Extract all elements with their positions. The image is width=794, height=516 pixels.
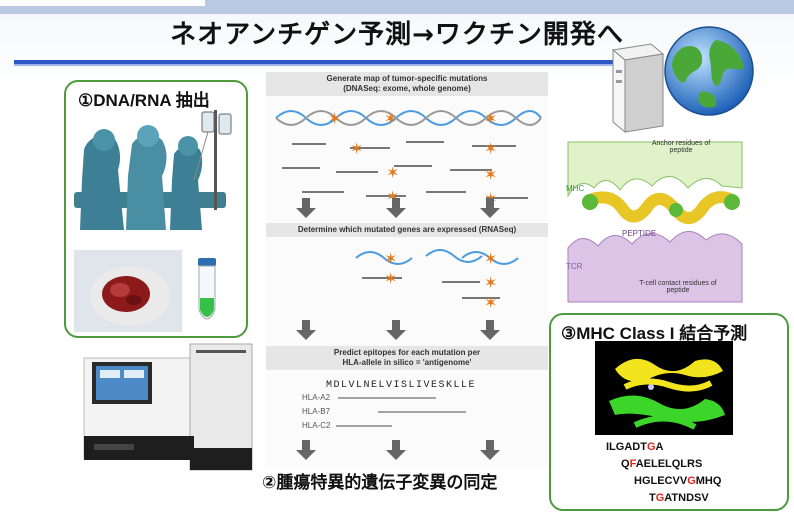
peptide-1-post: A <box>655 441 664 453</box>
svg-text:✶: ✶ <box>484 273 497 292</box>
peptide-label: PEPTIDE <box>622 229 656 238</box>
step-expressed-genes: Determine which mutated genes are expres… <box>266 223 548 237</box>
svg-text:✶: ✶ <box>384 249 397 268</box>
peptide-2-mutation: F <box>629 458 636 470</box>
mhc-binding-prediction-panel: ③MHC Class I 結合予測 <box>549 313 789 511</box>
svg-text:✶: ✶ <box>384 109 397 128</box>
peptide-1-mutation: G <box>646 441 656 453</box>
dna-rna-extraction-panel: ①DNA/RNA 抽出 <box>64 80 248 338</box>
svg-text:✶: ✶ <box>386 163 399 182</box>
peptide-3-mutation: G <box>687 475 696 487</box>
step1-line2: (DNASeq: exome, whole genome) <box>343 84 471 93</box>
sequencer-machine <box>83 343 253 471</box>
svg-text:✶: ✶ <box>328 109 341 128</box>
peptide-1-pre: ILGADT <box>606 441 647 453</box>
step-predict-epitopes: Predict epitopes for each mutation per H… <box>266 346 548 370</box>
top-bar-notch <box>0 0 205 6</box>
arrows-row-1 <box>296 198 500 218</box>
protein-structure-image <box>595 341 733 435</box>
tcell-contact-label: T-cell contact residues of peptide <box>639 280 717 294</box>
peptide-2-post: AELELQLRS <box>635 458 703 470</box>
server-icon <box>611 43 665 134</box>
svg-text:✶: ✶ <box>484 293 497 312</box>
surgery-illustration <box>74 110 232 230</box>
title-underline-light <box>14 64 619 66</box>
peptide-3: HGLECVVGMHQ <box>634 475 721 487</box>
rna-expression-diagram: ✶✶✶✶✶ <box>355 249 519 312</box>
peptide-4-post: ATNDSV <box>664 492 709 504</box>
svg-text:✶: ✶ <box>484 249 497 268</box>
peptide-2-pre: Q <box>621 458 630 470</box>
peptide-sequence: MDLVLNELVISLIVESKLLE <box>326 380 477 391</box>
anchor-residues-label: Anchor residues of peptide <box>651 140 711 154</box>
hla-b7-label: HLA-B7 <box>302 407 331 416</box>
peptide-4-mutation: G <box>655 492 665 504</box>
globe-icon <box>664 26 754 116</box>
peptide-3-post: MHQ <box>695 475 722 487</box>
svg-text:✶: ✶ <box>384 269 397 288</box>
title-underline <box>14 60 619 64</box>
svg-text:✶: ✶ <box>484 139 497 158</box>
tcr-label: TCR <box>566 262 583 271</box>
panel-title-mhc: ③MHC Class I 結合予測 <box>561 324 748 343</box>
peptide-3-pre: HGLECVV <box>634 475 688 487</box>
panel-title-extraction: ①DNA/RNA 抽出 <box>78 91 210 110</box>
step3-line2: HLA-allele in silico = 'antigenome' <box>342 358 472 367</box>
mhc-label: MHC <box>566 184 585 193</box>
peptide-2: QFAELELQLRS <box>621 458 702 470</box>
hla-c2-label: HLA-C2 <box>302 421 331 430</box>
peptide-4: TGATNDSV <box>649 492 709 504</box>
step1-line1: Generate map of tumor-specific mutations <box>326 74 488 83</box>
page-title: ネオアンチゲン予測→ワクチン開発へ <box>170 20 624 50</box>
peptide-1: ILGADTGA <box>606 441 663 453</box>
sample-tube-icon <box>198 258 216 320</box>
arrows-row-3 <box>296 440 500 460</box>
svg-text:✶: ✶ <box>350 139 363 158</box>
step-mutation-map: Generate map of tumor-specific mutations… <box>266 72 548 96</box>
tumor-tissue-photo <box>74 250 182 332</box>
dna-mutation-diagram: ✶✶✶ ✶✶✶ ✶✶✶ <box>275 109 542 208</box>
step3-line1: Predict epitopes for each mutation per <box>333 348 481 357</box>
hla-binding-lines <box>336 397 466 427</box>
svg-text:✶: ✶ <box>484 109 497 128</box>
peptide-4-pre: T <box>649 492 656 504</box>
mutation-identification-caption: ②腫瘍特異的遺伝子変異の同定 <box>262 473 498 493</box>
mhc-tcr-diagram: PEPTIDE <box>567 141 743 303</box>
hla-a2-label: HLA-A2 <box>302 393 331 402</box>
svg-text:✶: ✶ <box>484 165 497 184</box>
workflow-panel: Generate map of tumor-specific mutations… <box>266 72 548 467</box>
arrows-row-2 <box>296 320 500 340</box>
